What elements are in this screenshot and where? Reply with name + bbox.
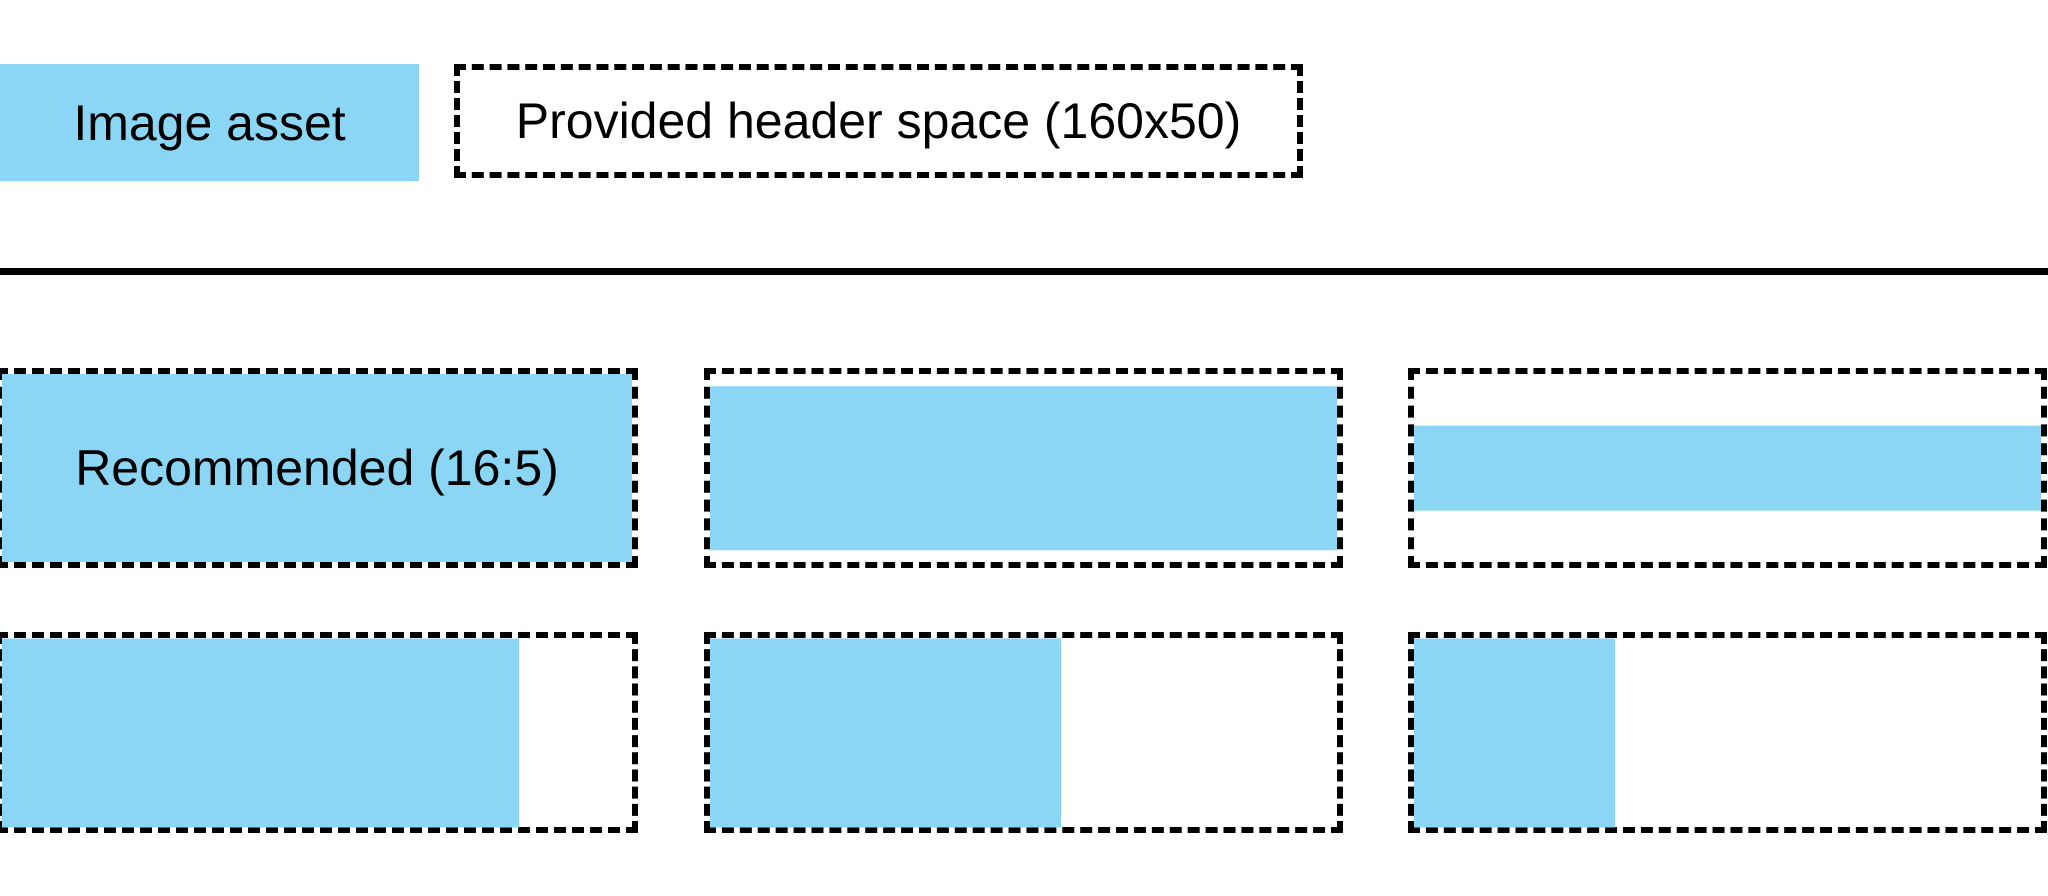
- example-box-narrow-medium: [704, 632, 1343, 833]
- image-asset-fill: [1414, 638, 1615, 827]
- image-asset-fill: [710, 386, 1337, 550]
- section-divider: [0, 268, 2048, 275]
- example-box-much-wider: [1408, 368, 2047, 568]
- example-box-narrow-large: [0, 632, 638, 833]
- image-asset-fill: [2, 374, 632, 562]
- recommended-label: Recommended (16:5): [75, 440, 559, 496]
- image-asset-fill: [710, 638, 1062, 827]
- header-space-label: Provided header space (160x50): [515, 93, 1242, 149]
- image-asset-swatch: Image asset: [0, 64, 419, 181]
- image-asset-fill: [2, 638, 519, 827]
- header-space-box: Provided header space (160x50): [454, 64, 1303, 178]
- image-asset-fill: [1414, 425, 2041, 511]
- image-asset-label: Image asset: [73, 94, 346, 151]
- example-box-wider: [704, 368, 1343, 568]
- example-box-narrow-small: [1408, 632, 2047, 833]
- example-box-recommended: Recommended (16:5): [0, 368, 638, 568]
